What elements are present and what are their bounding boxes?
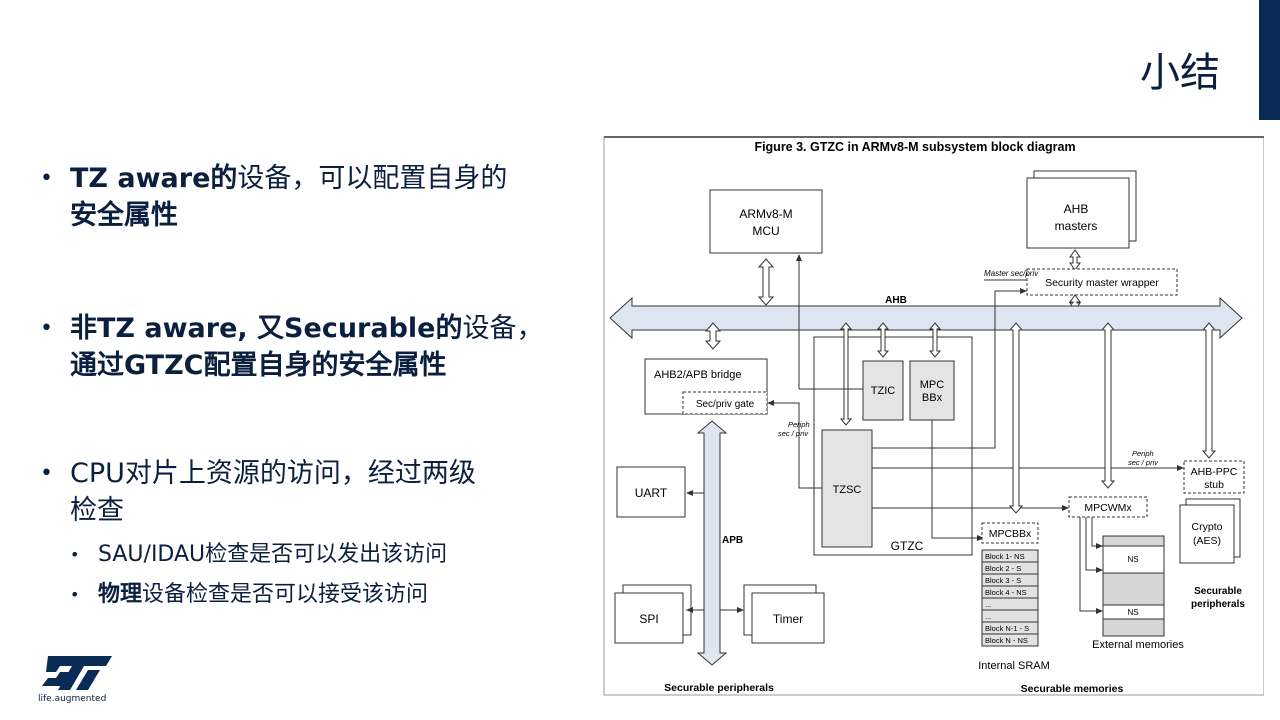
ahb-sram-arrow bbox=[1008, 322, 1024, 514]
periph-sec-priv-left-2: sec / priv bbox=[778, 429, 809, 438]
sram-block-7: Block N-1 - S bbox=[985, 624, 1029, 633]
mcu-label-2: MCU bbox=[752, 224, 779, 238]
sram-block-4: Block 4 - NS bbox=[985, 588, 1027, 597]
security-master-wrapper bbox=[1026, 268, 1178, 296]
mpcbb-inner-label-2: BBx bbox=[922, 392, 943, 404]
bullet-3: • CPU对片上资源的访问，经过两级检查 bbox=[40, 455, 476, 529]
securable-memories-label: Securable memories bbox=[1021, 683, 1124, 695]
ahb-ppc-stub-box bbox=[1183, 460, 1245, 494]
slide-title: 小结 bbox=[1140, 50, 1220, 96]
periph-sec-priv-right-1: Periph bbox=[1132, 449, 1154, 458]
spi-label: SPI bbox=[639, 612, 658, 626]
bullet-2-bold: 非TZ aware, 又Securable的 bbox=[70, 313, 463, 344]
securable-peripherals-label: Securable peripherals bbox=[664, 682, 774, 694]
sram-block-5: ... bbox=[985, 600, 991, 609]
timer-label: Timer bbox=[773, 612, 803, 626]
gtzc-label: GTZC bbox=[891, 539, 924, 553]
external-memories-label: External memories bbox=[1092, 639, 1184, 651]
sub-bullet-1-text: SAU/IDAU检查是否可以发出该访问 bbox=[98, 542, 448, 567]
diagram-caption: Figure 3. GTZC in ARMv8-M subsystem bloc… bbox=[754, 140, 1075, 154]
bullet-dot: • bbox=[40, 461, 53, 486]
st-logo bbox=[42, 656, 112, 690]
crypto-label-2: (AES) bbox=[1193, 535, 1221, 547]
sub-bullet-2-text: 设备检查是否可以接受该访问 bbox=[142, 582, 429, 607]
tzsc-label: TZSC bbox=[833, 484, 862, 496]
crypto-box bbox=[1179, 504, 1235, 564]
mpcwmx-label: MPCWMx bbox=[1084, 502, 1132, 514]
sram-block-2: Block 2 - S bbox=[985, 564, 1021, 573]
sram-block-6: ... bbox=[985, 612, 991, 621]
bullet-2-text: 设备， bbox=[462, 313, 544, 344]
bullet-2: • 非TZ aware, 又Securable的设备， 通过GTZC配置自身的安全… bbox=[40, 310, 543, 384]
ahb-masters-label-2: masters bbox=[1055, 219, 1098, 233]
gtzc-block-diagram: Figure 3. GTZC in ARMv8-M subsystem bloc… bbox=[603, 136, 1264, 696]
uart-label: UART bbox=[635, 486, 668, 500]
internal-sram-label: Internal SRAM bbox=[978, 660, 1050, 672]
ahb-ppc-arrow bbox=[1201, 322, 1217, 459]
ahb-masters-label-1: AHB bbox=[1064, 202, 1089, 216]
bullet-dot: • bbox=[40, 316, 53, 341]
periph-sec-priv-right-2: sec / priv bbox=[1128, 458, 1159, 467]
ahb-bus bbox=[609, 296, 1243, 340]
tzic-box bbox=[862, 360, 904, 421]
ext-mem-ns-1: NS bbox=[1127, 555, 1138, 564]
bullet-1-text: 设备，可以配置自身的 bbox=[237, 163, 508, 194]
apb-label: APB bbox=[722, 535, 743, 546]
sub-bullet-2-bold: 物理 bbox=[98, 582, 143, 607]
mcu-ahb-arrow bbox=[757, 258, 775, 306]
securable-peripherals-right-1: Securable bbox=[1194, 586, 1242, 597]
ahb-masters-box bbox=[1026, 177, 1130, 249]
sub-bullet-dot: • bbox=[70, 545, 80, 564]
sec-priv-gate-label: Sec/priv gate bbox=[696, 399, 755, 410]
master-sec-priv-label: Master sec/priv bbox=[984, 269, 1039, 278]
bullet-dot: • bbox=[40, 166, 53, 191]
sram-block-1: Block 1- NS bbox=[985, 552, 1025, 561]
mcu-box bbox=[709, 189, 823, 254]
mpcbb-inner-box bbox=[909, 360, 955, 421]
sram-block-3: Block 3 - S bbox=[985, 576, 1021, 585]
ahb-ppc-label-1: AHB-PPC bbox=[1191, 466, 1238, 478]
periph-sec-priv-left-1: Periph bbox=[788, 420, 810, 429]
ahb2apb-bridge-label: AHB2/APB bridge bbox=[654, 369, 741, 381]
securable-peripherals-right-2: peripherals bbox=[1191, 599, 1245, 610]
tzsc-box bbox=[821, 429, 873, 548]
ahb-mpcwm-arrow bbox=[1100, 322, 1116, 489]
crypto-label-1: Crypto bbox=[1192, 521, 1223, 533]
bullet-2-line2-bold: 通过GTZC配置自身的安全属性 bbox=[70, 350, 447, 381]
logo-tagline: life.augmented bbox=[38, 694, 107, 704]
security-master-wrapper-label: Security master wrapper bbox=[1045, 277, 1159, 289]
spi-box bbox=[614, 592, 684, 644]
ext-mem-ns-2: NS bbox=[1127, 608, 1138, 617]
bullet-1: • TZ aware的设备，可以配置自身的安全属性 bbox=[40, 160, 507, 234]
apb-bus bbox=[696, 420, 728, 666]
tzic-label: TZIC bbox=[871, 385, 895, 397]
mpcwmx-box bbox=[1068, 496, 1148, 518]
internal-sram-blocks: Block 1- NS Block 2 - S Block 3 - S Bloc… bbox=[981, 549, 1039, 647]
bullet-3-text: CPU对片上资源的访问，经过两级 bbox=[70, 458, 476, 489]
accent-bar bbox=[1259, 0, 1280, 120]
bullet-1-bold: TZ aware的 bbox=[70, 163, 238, 194]
bullet-1-line2-bold: 安全属性 bbox=[70, 200, 178, 231]
timer-box bbox=[751, 592, 825, 644]
uart-box bbox=[616, 466, 686, 518]
ahb-ppc-label-2: stub bbox=[1204, 479, 1224, 491]
mcu-label-1: ARMv8-M bbox=[739, 207, 792, 221]
sub-bullet-dot: • bbox=[70, 585, 80, 604]
bullet-3-line2-text: 检查 bbox=[70, 495, 124, 526]
mpcbbx-label: MPCBBx bbox=[989, 528, 1032, 540]
ahb-label: AHB bbox=[885, 295, 907, 306]
mpcbbx-box bbox=[981, 522, 1039, 544]
sram-block-8: Block N - NS bbox=[985, 636, 1028, 645]
sub-bullet-2: • 物理设备检查是否可以接受该访问 bbox=[70, 580, 428, 610]
mpcbb-inner-label-1: MPC bbox=[920, 379, 945, 391]
sub-bullet-1: • SAU/IDAU检查是否可以发出该访问 bbox=[70, 540, 447, 570]
